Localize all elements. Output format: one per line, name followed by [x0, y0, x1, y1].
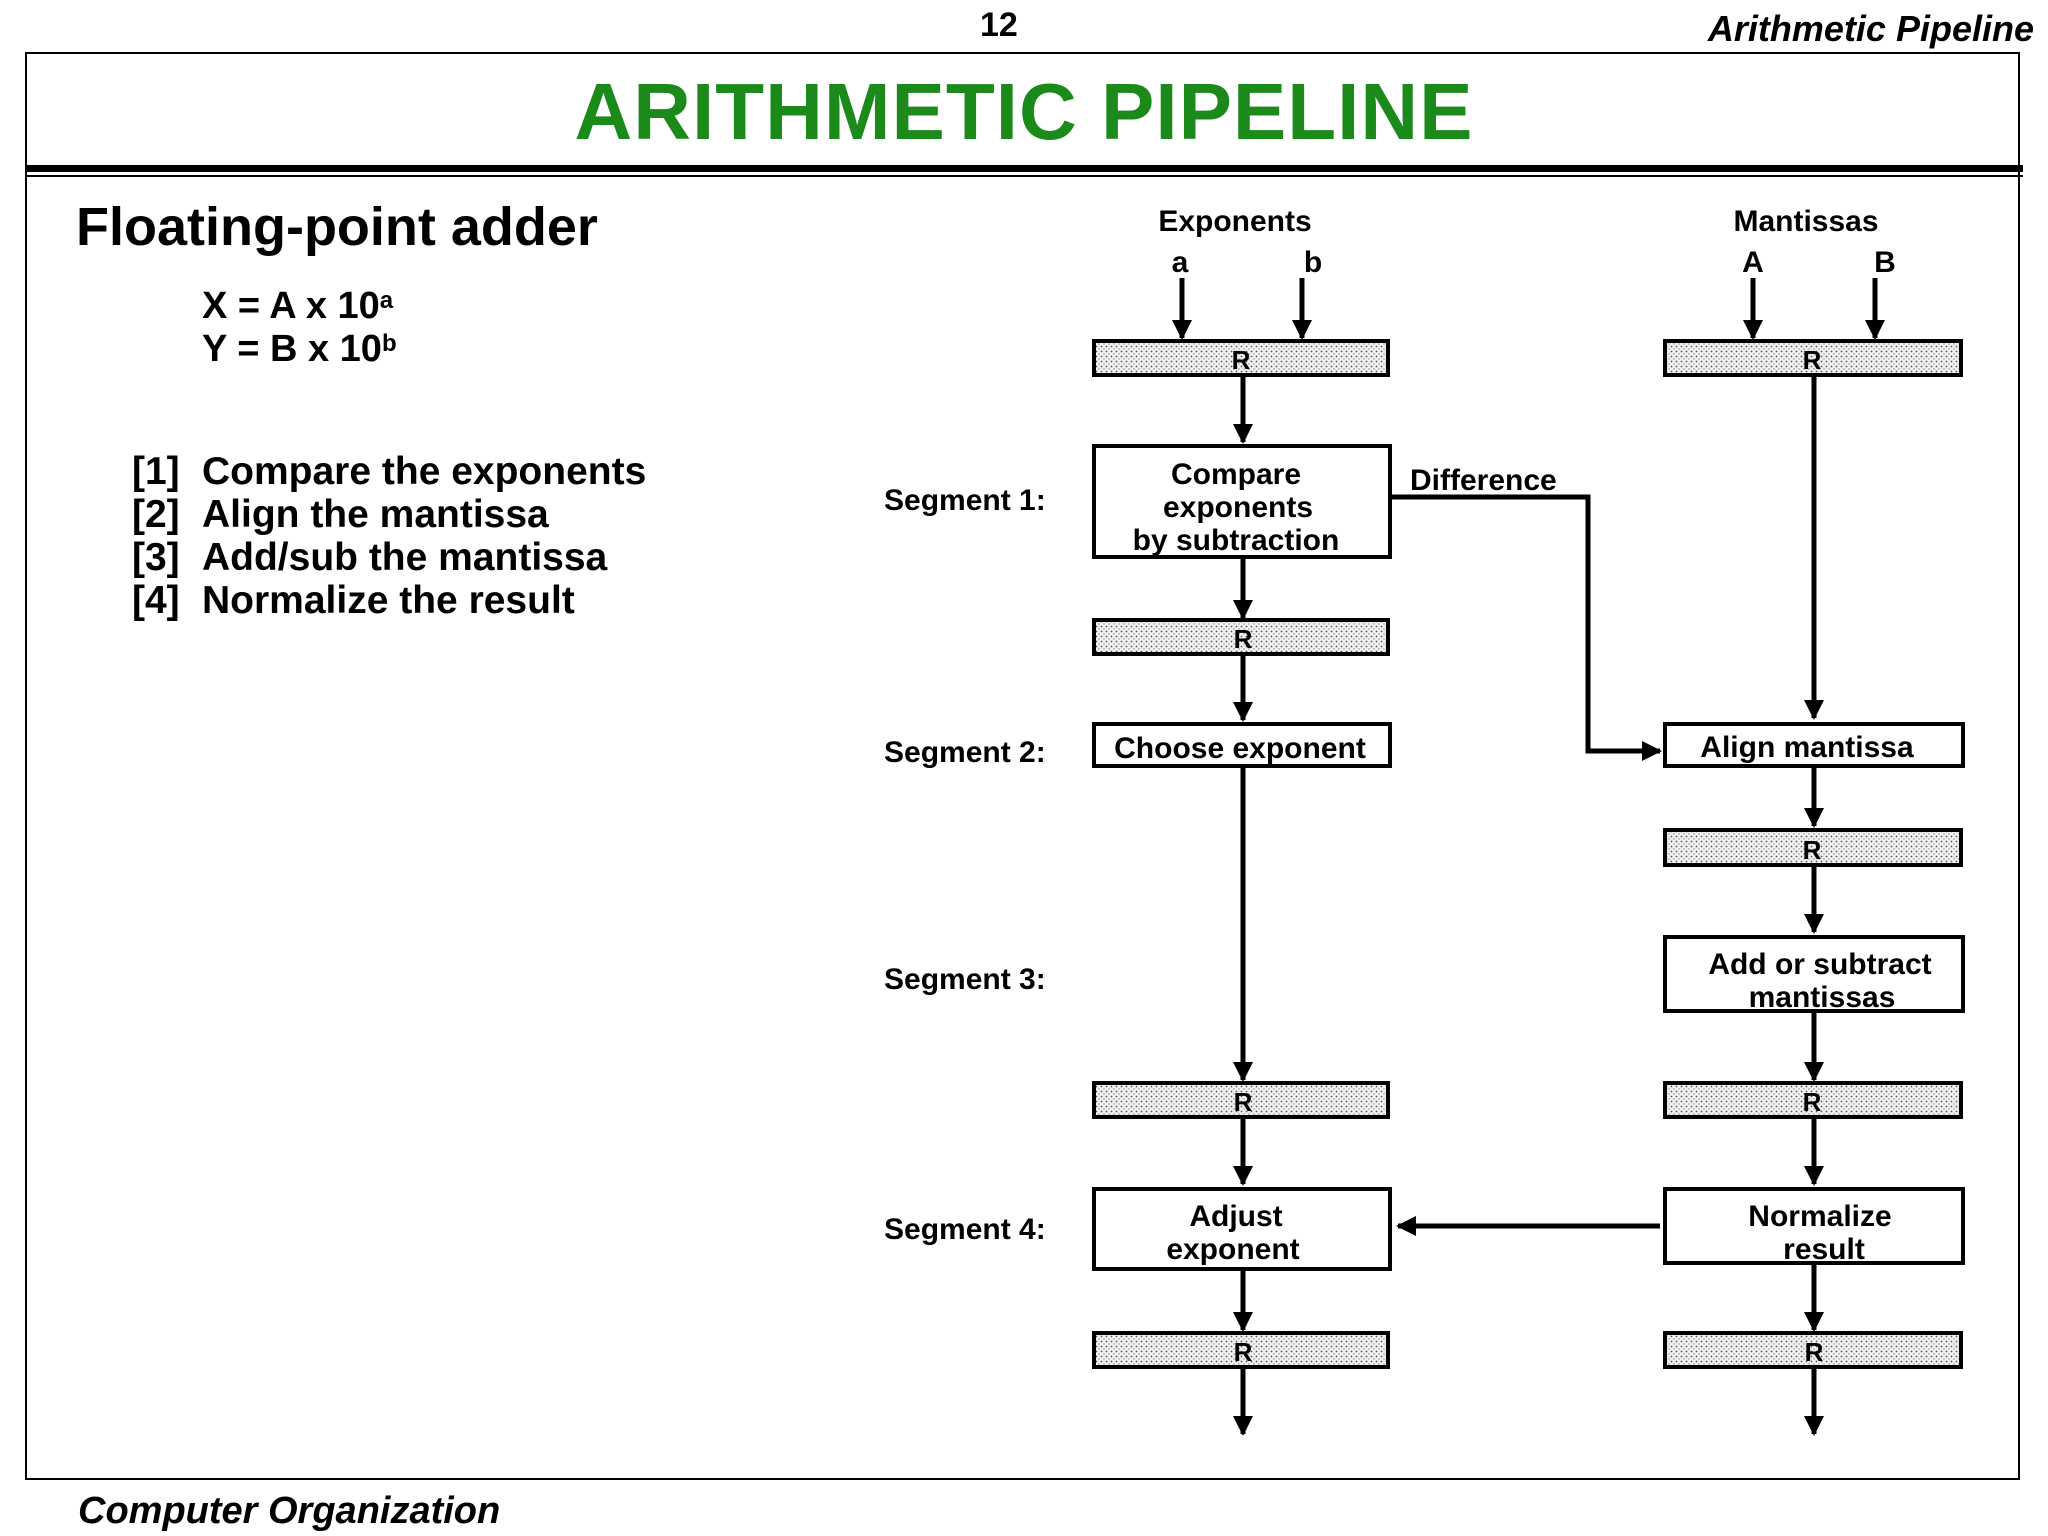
- formula-y-base: Y = B x 10: [202, 328, 382, 370]
- segment-4-label: Segment 4:: [884, 1213, 1046, 1246]
- footer-text: Computer Organization: [78, 1490, 501, 1532]
- title-divider-thin: [25, 175, 2023, 177]
- compare-text-3: by subtraction: [1133, 524, 1340, 557]
- add-sub-box: [1663, 935, 1965, 1013]
- step-text: Normalize the result: [202, 579, 575, 622]
- register-exp-4: [1092, 1331, 1390, 1369]
- subtitle: Floating-point adder: [76, 197, 598, 257]
- adjust-exponent-box: [1092, 1187, 1392, 1271]
- align-mantissa-box: [1663, 722, 1965, 768]
- register-man-3: [1663, 1081, 1963, 1119]
- input-A-label: A: [1742, 246, 1764, 279]
- adjust-text-1: Adjust: [1189, 1200, 1282, 1233]
- step-item: [2] Align the mantissa: [132, 493, 549, 537]
- compare-box: [1092, 444, 1392, 559]
- difference-label: Difference: [1410, 464, 1557, 497]
- step-text: Add/sub the mantissa: [202, 536, 608, 579]
- normalize-text-1: Normalize: [1748, 1200, 1891, 1233]
- arrow-difference: [1390, 494, 1662, 761]
- register-exp-3: [1092, 1081, 1390, 1119]
- step-number: [1]: [132, 450, 180, 493]
- formula-y: Y = B x 10b: [202, 328, 397, 371]
- formula-y-exponent: b: [381, 330, 397, 357]
- step-number: [4]: [132, 579, 180, 622]
- register-exp-1: [1092, 339, 1390, 377]
- input-b-label: b: [1304, 246, 1322, 279]
- compare-text-1: Compare: [1171, 458, 1301, 491]
- slide-title: ARITHMETIC PIPELINE: [574, 67, 1474, 156]
- segment-2-label: Segment 2:: [884, 736, 1046, 769]
- exponents-label: Exponents: [1158, 205, 1311, 238]
- register-label: R: [1803, 1087, 1822, 1117]
- register-label: R: [1803, 345, 1822, 375]
- step-item: [4] Normalize the result: [132, 579, 575, 623]
- compare-text-2: exponents: [1163, 491, 1313, 524]
- register-label: R: [1805, 1337, 1824, 1367]
- step-item: [1] Compare the exponents: [132, 450, 646, 494]
- formula-x: X = A x 10a: [202, 285, 393, 328]
- align-mantissa-text: Align mantissa: [1700, 731, 1914, 764]
- step-item: [3] Add/sub the mantissa: [132, 536, 607, 580]
- register-man-4: [1663, 1331, 1963, 1369]
- add-sub-text-2: mantissas: [1749, 981, 1896, 1014]
- formula-x-exponent: a: [379, 287, 394, 314]
- page-number: 12: [980, 6, 1018, 44]
- choose-exponent-text: Choose exponent: [1114, 732, 1366, 765]
- input-a-label: a: [1172, 246, 1189, 279]
- segment-3-label: Segment 3:: [884, 963, 1046, 996]
- step-number: [3]: [132, 536, 180, 579]
- normalize-text-2: result: [1783, 1233, 1865, 1266]
- step-number: [2]: [132, 493, 180, 536]
- slide-frame: [25, 52, 2020, 1480]
- step-text: Align the mantissa: [202, 493, 549, 536]
- title-divider: [25, 165, 2023, 172]
- register-label: R: [1234, 1337, 1253, 1367]
- input-B-label: B: [1874, 246, 1896, 279]
- formula-x-base: X = A x 10: [202, 285, 380, 327]
- register-label: R: [1234, 1087, 1253, 1117]
- register-label: R: [1232, 345, 1251, 375]
- section-title: Arithmetic Pipeline: [1707, 8, 2034, 49]
- register-exp-2: [1092, 618, 1390, 656]
- register-man-1: [1663, 339, 1963, 377]
- register-label: R: [1803, 835, 1822, 865]
- register-man-2: [1663, 828, 1963, 867]
- mantissas-label: Mantissas: [1733, 205, 1878, 238]
- step-text: Compare the exponents: [202, 450, 647, 493]
- adjust-text-2: exponent: [1166, 1233, 1299, 1266]
- normalize-box: [1663, 1187, 1965, 1265]
- register-label: R: [1234, 624, 1253, 654]
- choose-exponent-box: [1092, 722, 1392, 768]
- segment-1-label: Segment 1:: [884, 484, 1046, 517]
- add-sub-text-1: Add or subtract: [1708, 948, 1931, 981]
